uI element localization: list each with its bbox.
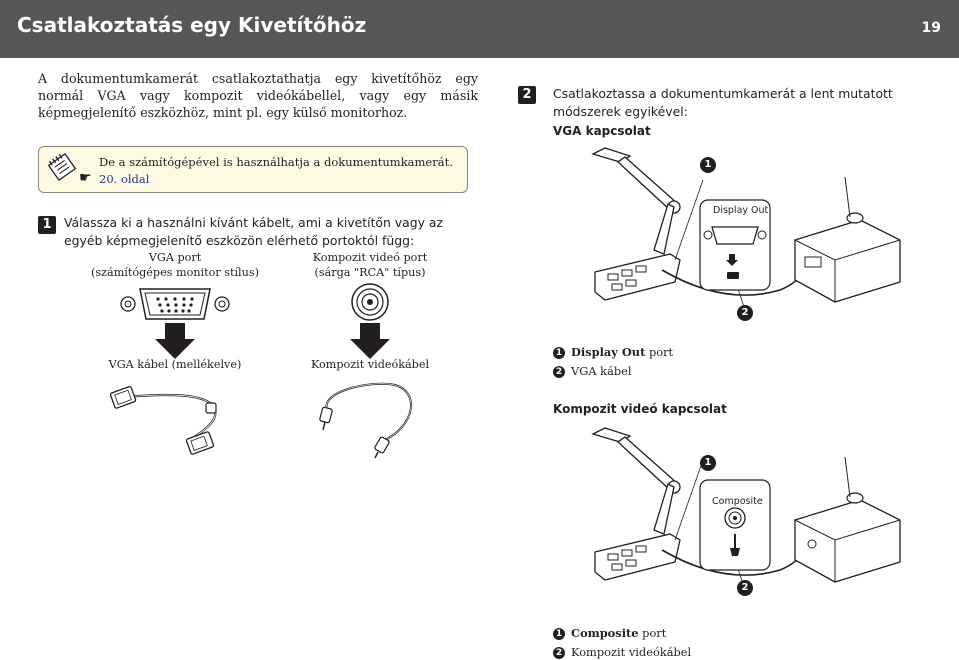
note-icon	[47, 152, 77, 182]
callout-1: 1	[700, 157, 716, 173]
pointing-hand-icon: ☛	[79, 170, 92, 186]
composite-connection-diagram	[591, 427, 901, 591]
legend-bold: Composite	[571, 626, 639, 640]
composite-legend-item: 1 Composite port	[553, 626, 666, 640]
composite-port-label-line1: Kompozit videó port	[312, 251, 428, 264]
vga-port-icon	[120, 288, 230, 320]
down-arrow-icon	[155, 323, 195, 359]
note-page-link[interactable]: 20. oldal	[99, 172, 150, 186]
step-2-text: Csatlakoztassa a dokumentumkamerát a len…	[553, 86, 893, 119]
callout-1: 1	[700, 455, 716, 471]
legend-text: port	[645, 345, 674, 359]
step-1-number: 1	[38, 216, 56, 234]
page-header: Csatlakoztatás egy Kivetítőhöz 19	[0, 0, 959, 58]
legend-bold: Display Out	[571, 345, 646, 359]
vga-connection-heading: VGA kapcsolat	[553, 124, 651, 138]
down-arrow-icon	[350, 323, 390, 359]
composite-port-label-line2: (sárga "RCA" típus)	[314, 266, 426, 279]
legend-text: Kompozit videókábel	[571, 645, 692, 659]
legend-number: 1	[553, 628, 565, 640]
step-2-number: 2	[518, 86, 536, 104]
page-number: 19	[921, 20, 941, 36]
legend-text: VGA kábel	[571, 364, 632, 378]
vga-cable-illustration	[109, 385, 217, 455]
intro-paragraph: A dokumentumkamerát csatlakoztathatja eg…	[38, 71, 478, 120]
callout-2: 2	[737, 580, 753, 596]
vga-legend-item: 2 VGA kábel	[553, 364, 632, 378]
composite-cable-label: Kompozit videókábel	[310, 358, 430, 371]
note-box: De a számítógépével is használhatja a do…	[38, 146, 468, 193]
vga-legend-item: 1 Display Out port	[553, 345, 673, 359]
composite-cable-illustration	[319, 382, 412, 459]
page-title: Csatlakoztatás egy Kivetítőhöz	[17, 13, 367, 37]
vga-port-label-line2: (számítógépes monitor stílus)	[91, 266, 259, 279]
composite-port-label: Kompozit videó port (sárga "RCA" típus)	[290, 250, 450, 280]
composite-legend-item: 2 Kompozit videókábel	[553, 645, 691, 659]
vga-port-label-line1: VGA port	[148, 251, 202, 264]
callout-2: 2	[737, 305, 753, 321]
legend-text: port	[638, 626, 667, 640]
vga-cable-label: VGA kábel (mellékelve)	[108, 358, 242, 371]
composite-diagram-label: Composite	[712, 496, 763, 507]
legend-number: 2	[553, 366, 565, 378]
vga-connection-diagram	[591, 147, 901, 311]
composite-port-icon	[351, 283, 389, 321]
note-text: De a számítógépével is használhatja a do…	[99, 155, 453, 169]
composite-connection-heading: Kompozit videó kapcsolat	[553, 402, 727, 416]
legend-number: 2	[553, 647, 565, 659]
legend-number: 1	[553, 347, 565, 359]
step-1-text: Válassza ki a használni kívánt kábelt, a…	[64, 215, 443, 248]
display-out-diagram-label: Display Out	[713, 205, 769, 216]
vga-port-label: VGA port (számítógépes monitor stílus)	[90, 250, 260, 280]
